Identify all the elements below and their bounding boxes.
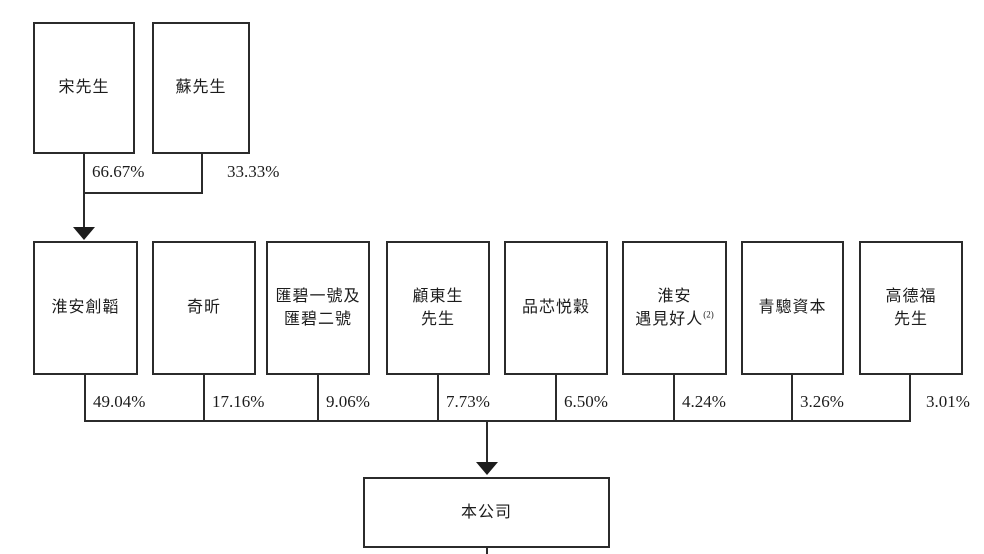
shareholder-label: 品芯悦穀 — [521, 299, 590, 317]
ownership-percent: 4.24% — [682, 392, 726, 411]
shareholder-box-huaian-chuangtao: 淮安創韜 — [33, 241, 138, 375]
connector-line — [83, 192, 85, 228]
shareholder-label: 蘇先生 — [175, 79, 227, 97]
shareholder-box-qingcong-capital: 青驄資本 — [741, 241, 844, 375]
arrow-down-icon — [476, 462, 498, 475]
shareholder-label-text: 淮安 遇見好人 — [635, 287, 704, 328]
ownership-percent: 33.33% — [227, 162, 280, 181]
ownership-percent: 3.01% — [926, 392, 970, 411]
company-label: 本公司 — [460, 503, 512, 521]
shareholder-box-pinxin-yuegu: 品芯悦穀 — [504, 241, 608, 375]
shareholder-box-mr-song: 宋先生 — [33, 22, 135, 154]
ownership-percent: 3.26% — [800, 392, 844, 411]
shareholder-box-qixin: 奇昕 — [152, 241, 256, 375]
ownership-percent: 7.73% — [446, 392, 490, 411]
ownership-percent: 17.16% — [212, 392, 265, 411]
shareholder-box-huaian-yujian-haoren: 淮安 遇見好人(2) — [622, 241, 727, 375]
footnote-reference: (2) — [703, 309, 714, 320]
connector-line — [673, 375, 675, 422]
shareholder-box-huibi-1-and-2: 匯碧一號及 匯碧二號 — [266, 241, 370, 375]
ownership-percent: 66.67% — [92, 162, 145, 181]
shareholder-box-mr-gao-defu: 高德福 先生 — [859, 241, 963, 375]
shareholder-label: 奇昕 — [186, 299, 221, 317]
connector-line — [83, 192, 203, 194]
connector-line — [437, 375, 439, 422]
arrow-down-icon — [73, 227, 95, 240]
connector-line — [203, 375, 205, 422]
shareholder-label: 淮安 遇見好人(2) — [635, 285, 714, 331]
shareholder-box-mr-gu-dongsheng: 顧東生 先生 — [386, 241, 490, 375]
ownership-percent: 9.06% — [326, 392, 370, 411]
connector-line — [201, 154, 203, 194]
ownership-percent: 6.50% — [564, 392, 608, 411]
ownership-percent: 49.04% — [93, 392, 146, 411]
shareholder-label: 匯碧一號及 匯碧二號 — [275, 287, 361, 328]
connector-line — [791, 375, 793, 422]
connector-line — [83, 154, 85, 194]
connector-line — [909, 375, 911, 422]
connector-line — [317, 375, 319, 422]
shareholder-label: 淮安創韜 — [51, 299, 120, 317]
company-box: 本公司 — [363, 477, 610, 548]
shareholder-label: 顧東生 先生 — [412, 287, 464, 328]
connector-line — [486, 548, 488, 554]
connector-bus-line — [84, 420, 911, 422]
connector-line — [555, 375, 557, 422]
shareholder-label: 青驄資本 — [758, 299, 827, 317]
shareholder-label: 宋先生 — [58, 79, 110, 97]
shareholder-label: 高德福 先生 — [885, 287, 937, 328]
connector-line — [486, 420, 488, 463]
connector-line — [84, 375, 86, 422]
shareholder-box-mr-su: 蘇先生 — [152, 22, 250, 154]
